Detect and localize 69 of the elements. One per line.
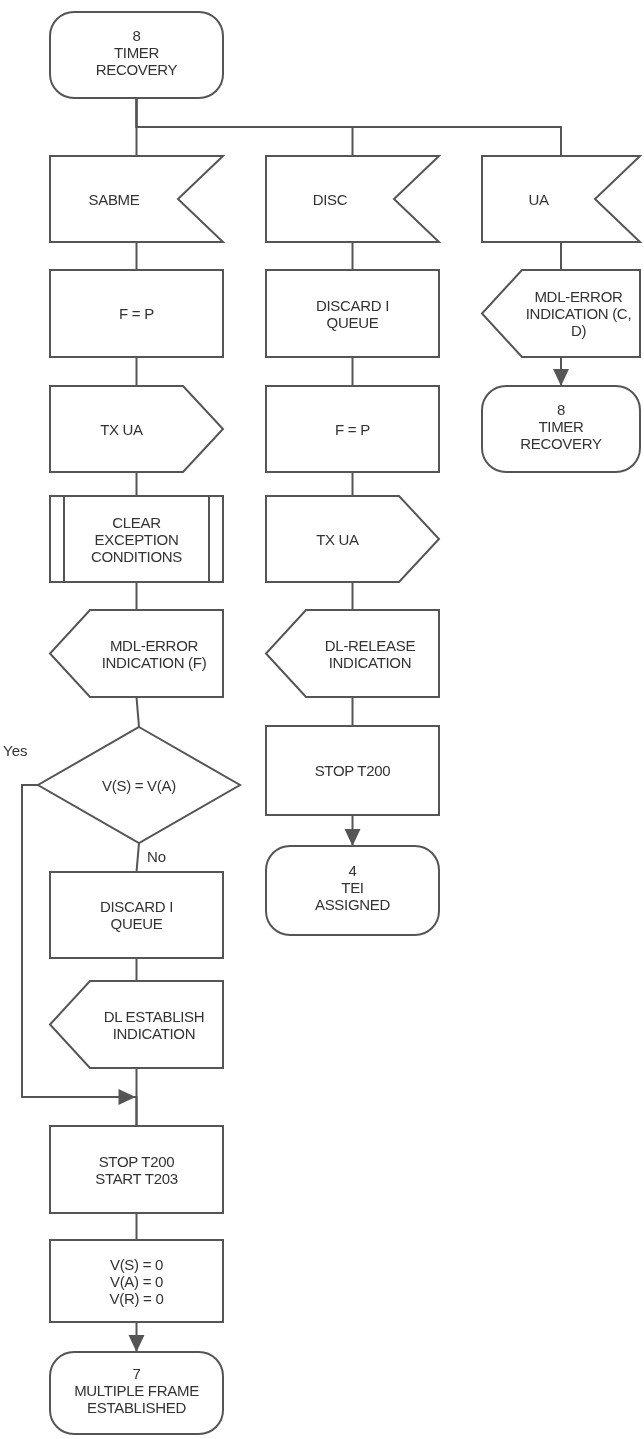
procedure-box — [50, 496, 223, 582]
state-box — [50, 12, 223, 98]
connector-line — [351, 356, 354, 387]
state-number: 4 — [348, 862, 357, 879]
node-label: DISC — [312, 190, 348, 208]
connector-line — [135, 696, 140, 728]
node-label: SABME — [88, 190, 140, 208]
node-label: MDL-ERROR INDICATION (F) — [100, 636, 208, 671]
arrow — [553, 356, 569, 387]
node-label: V(S) = 0 V(A) = 0 V(R) = 0 — [108, 1255, 165, 1307]
signal-indication-box — [50, 610, 223, 697]
state-number: 7 — [132, 1364, 141, 1382]
node-label: MDL-ERROR INDICATION (C, D) — [524, 288, 633, 339]
state-number: 8 — [556, 400, 565, 418]
node-label: DL-RELEASE INDICATION — [323, 636, 417, 671]
state-number: 8 — [132, 26, 141, 44]
output-signal-box — [50, 386, 223, 472]
state-box — [50, 1352, 223, 1434]
decision-diamond — [38, 727, 240, 843]
connector-line — [135, 356, 138, 387]
node-label: UA — [528, 190, 549, 208]
node-label: DISCARD I QUEUE — [98, 898, 175, 932]
edge-label: No — [146, 849, 168, 865]
arrow — [344, 814, 361, 847]
node-label: CLEAR EXCEPTION CONDITIONS — [89, 513, 184, 565]
node-label: DISCARD I QUEUE — [314, 296, 391, 331]
task-box — [50, 1126, 223, 1213]
state-box — [482, 386, 640, 472]
task-box — [266, 726, 439, 815]
state-box — [266, 846, 439, 935]
task-box — [50, 1240, 223, 1322]
signal-indication-box — [266, 610, 439, 697]
task-box — [266, 270, 439, 357]
state-name: MULTIPLE FRAME ESTABLISHED — [73, 1381, 200, 1416]
connector-line — [135, 581, 138, 611]
signal-indication-box — [50, 981, 223, 1068]
arrow — [128, 1321, 145, 1353]
output-signal-box — [266, 496, 439, 582]
node-label: TX UA — [316, 530, 359, 548]
task-box — [50, 872, 223, 958]
node-label: STOP T200 START T203 — [94, 1152, 179, 1187]
connector-line — [351, 696, 354, 727]
signal-indication-box — [482, 270, 640, 357]
state-name: TEI ASSIGNED — [313, 879, 392, 913]
connector-line — [135, 471, 138, 497]
connector-line — [560, 241, 562, 271]
input-signal-box — [266, 156, 439, 242]
connector-line — [135, 1067, 138, 1127]
connector-line — [135, 842, 140, 873]
input-signal-box — [482, 156, 640, 242]
node-label: TX UA — [100, 420, 143, 438]
state-name: TIMER RECOVERY — [519, 417, 603, 452]
node-label: DL ESTABLISH INDICATION — [102, 1007, 206, 1042]
task-box — [266, 386, 439, 472]
connector-line — [351, 471, 354, 497]
node-label: STOP T200 — [314, 762, 391, 779]
node-label: V(S) = V(A) — [102, 776, 176, 794]
task-box — [50, 270, 223, 357]
connector-line — [351, 241, 354, 271]
state-name: TIMER RECOVERY — [94, 43, 179, 78]
connector-line — [135, 1212, 138, 1241]
input-signal-box — [50, 156, 223, 242]
connector-line — [135, 97, 562, 157]
node-label: F = P — [335, 420, 370, 438]
node-label: F = P — [119, 305, 154, 322]
edge-label: Yes — [2, 743, 29, 759]
connector-line — [135, 241, 138, 271]
connector-line — [351, 581, 354, 611]
connector-line — [135, 957, 138, 982]
